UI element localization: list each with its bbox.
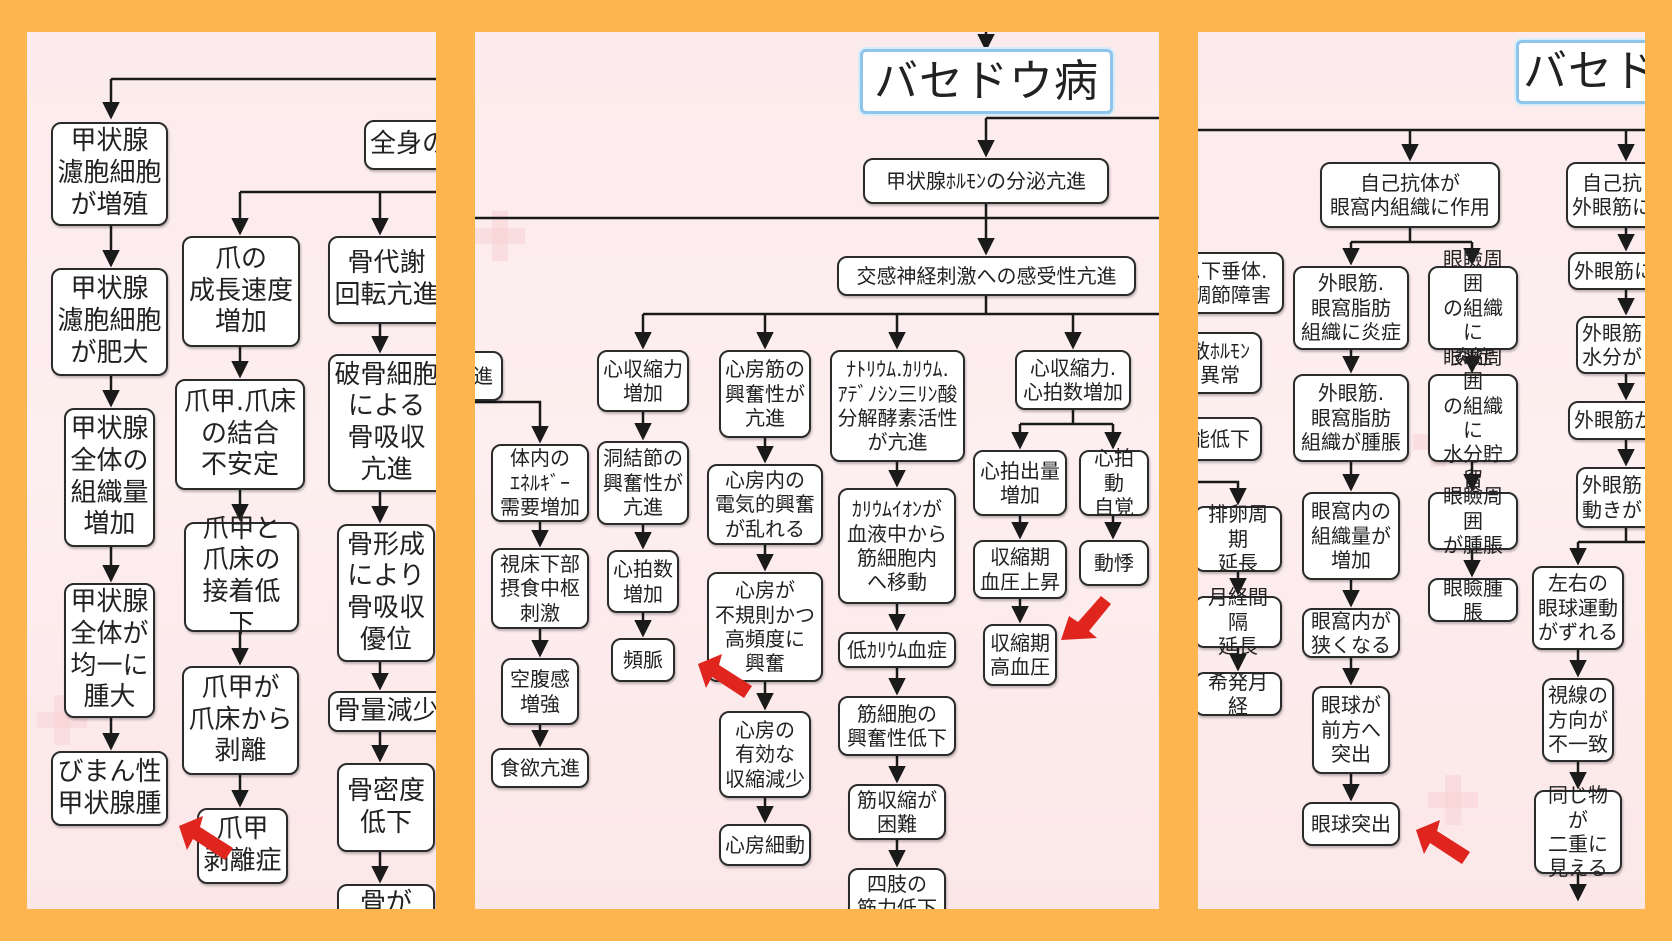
flow-node: 進 (475, 351, 503, 401)
flow-node: 眼瞼周囲 が腫脹 (1428, 484, 1518, 557)
flow-node: 体内の ｴﾈﾙｷﾞｰ 需要増加 (491, 444, 589, 522)
flow-node: 甲状腺 濾胞細胞 が増殖 (51, 122, 168, 226)
decorative-cross (492, 211, 508, 261)
right-connectors (1198, 128, 1645, 902)
flow-node: 視線の 方向が 不一致 (1542, 678, 1614, 762)
flow-node: 骨量減少 (328, 691, 436, 732)
flow-node: 心拍数 増加 (607, 550, 679, 613)
flow-node: 眼球突出 (1302, 802, 1400, 846)
flow-node: 眼瞼周囲 の組織に 炎症 (1428, 247, 1518, 369)
flow-node: 能低下 (1198, 417, 1262, 461)
flow-node: 心拍出量 増加 (973, 450, 1067, 516)
left-connectors (102, 77, 436, 884)
flow-node: 爪甲が 爪床から 剥離 (182, 666, 299, 775)
flow-node: 破骨細胞 による 骨吸収 亢進 (328, 354, 436, 492)
flow-node: 甲状腺 全体の 組織量 増加 (64, 408, 155, 547)
flow-node: 心房筋の 興奮性が 亢進 (719, 350, 811, 438)
page-title-partial: バセド (1516, 40, 1645, 104)
flow-node: 眼瞼腫脹 (1428, 576, 1518, 624)
flow-node: 眼窩内の 組織量が 増加 (1302, 492, 1400, 580)
flow-node: 交感神経刺激への感受性亢進 (837, 256, 1136, 296)
flow-node: 外眼筋. 眼窩脂肪 組織が腫脹 (1293, 374, 1409, 462)
flow-node: 排卵周期 延長 (1198, 502, 1282, 575)
flow-node: 左右の 眼球運動 がずれる (1532, 566, 1624, 650)
flow-node: 全身の (364, 120, 436, 170)
left-flowchart-panel: 甲状腺 濾胞細胞 が増殖 甲状腺 濾胞細胞 が肥大 甲状腺 全体の 組織量 増加… (27, 32, 436, 909)
flow-node: 外眼筋が (1568, 401, 1645, 440)
flow-node: 爪甲と 爪床の 接着低下 (184, 514, 299, 639)
flow-node: 外眼筋. 眼窩脂肪 組織に炎症 (1293, 266, 1409, 350)
pointer-arrow-icon (1416, 820, 1470, 864)
flow-node: ﾅﾄﾘｳﾑ.ｶﾘｳﾑ. ｱﾃﾞﾉｼﾝ三ﾘﾝ酸 分解酵素活性 が亢進 (830, 350, 965, 462)
flow-node: 心房の 有効な 収縮減少 (719, 711, 811, 798)
flow-node: 自己抗体が 眼窩内組織に作用 (1320, 162, 1500, 228)
flow-node: 洞結節の 興奮性が 亢進 (597, 441, 689, 525)
flow-node: 自己抗 外眼筋に (1566, 162, 1645, 228)
flow-node: 月経間隔 延長 (1198, 585, 1282, 658)
flow-node: 爪の 成長速度 増加 (182, 236, 300, 347)
flow-node: .下垂体. 調節障害 (1198, 252, 1284, 314)
flow-node: 動悸 (1079, 540, 1149, 586)
flow-node: 外眼筋 水分が (1576, 316, 1645, 374)
pointer-arrow-icon (1061, 596, 1111, 640)
flow-node: 骨代謝 回転亢進 (328, 236, 436, 324)
center-flowchart-panel: バセドウ病 甲状腺ﾎﾙﾓﾝの分泌亢進 交感神経刺激への感受性亢進 進 体内の ｴ… (475, 32, 1159, 909)
pointer-arrow-icon (179, 816, 233, 860)
flow-node: 筋細胞の 興奮性低下 (838, 696, 956, 756)
flow-node: 食欲亢進 (491, 748, 589, 788)
flow-node: 骨が (337, 884, 435, 909)
flow-node: 爪甲.爪床 の結合 不安定 (175, 379, 305, 490)
flow-node: 視床下部 摂食中枢 刺激 (491, 548, 589, 629)
flow-node: 眼窩内が 狭くなる (1302, 608, 1400, 658)
page-title: バセドウ病 (860, 49, 1113, 114)
flow-node: 散ﾎﾙﾓﾝ 異常 (1198, 332, 1262, 394)
center-connectors (475, 32, 1159, 868)
flow-node: 甲状腺 全体が 均一に 腫大 (64, 583, 155, 718)
flow-node: 甲状腺 濾胞細胞 が肥大 (51, 268, 168, 376)
flow-node: 心房内の 電気的興奮 が乱れる (707, 464, 823, 545)
flow-node: ｶﾘｳﾑｲｵﾝが 血液中から 筋細胞内 へ移動 (838, 488, 956, 604)
flow-node: 四肢の 筋力低下 (848, 868, 946, 909)
flow-node: 眼瞼周囲 の組織に 水分貯留 (1428, 345, 1518, 491)
flow-node: 希発月経 (1198, 670, 1282, 718)
decorative-cross (1445, 775, 1461, 825)
flow-node: 頻脈 (611, 638, 675, 682)
flow-node: 収縮期 血圧上昇 (973, 540, 1067, 599)
flow-node: 同じ物が 二重に 見える (1534, 783, 1622, 880)
flow-node: 心拍動 自覚 (1079, 446, 1149, 519)
flow-node: 心房が 不規則かつ 高頻度に 興奮 (707, 572, 823, 682)
flow-node: 収縮期 高血圧 (983, 624, 1057, 686)
flow-node: 心収縮力. 心拍数増加 (1015, 350, 1131, 410)
flow-node: 筋収縮が 困難 (848, 784, 946, 840)
flow-node: 外眼筋 動きが (1576, 467, 1645, 528)
pointer-arrow-icon (698, 654, 752, 698)
flow-node: 心房細動 (719, 824, 811, 866)
flow-node: 甲状腺ﾎﾙﾓﾝの分泌亢進 (863, 158, 1109, 204)
flow-node: 眼球が 前方へ 突出 (1312, 686, 1390, 774)
flow-node: 骨密度 低下 (337, 763, 435, 852)
flow-node: 心収縮力 増加 (597, 350, 689, 412)
flow-node: 空腹感 増強 (501, 658, 579, 725)
flow-node: 外眼筋に (1568, 252, 1645, 290)
flow-node: びまん性 甲状腺腫 (51, 751, 168, 826)
right-flowchart-panel: バセド 自己抗体が 眼窩内組織に作用 自己抗 外眼筋に .下垂体. 調節障害 散… (1198, 32, 1645, 909)
flow-node: 低ｶﾘｳﾑ血症 (838, 632, 956, 668)
flow-node: 骨形成 により 骨吸収 優位 (337, 524, 435, 662)
